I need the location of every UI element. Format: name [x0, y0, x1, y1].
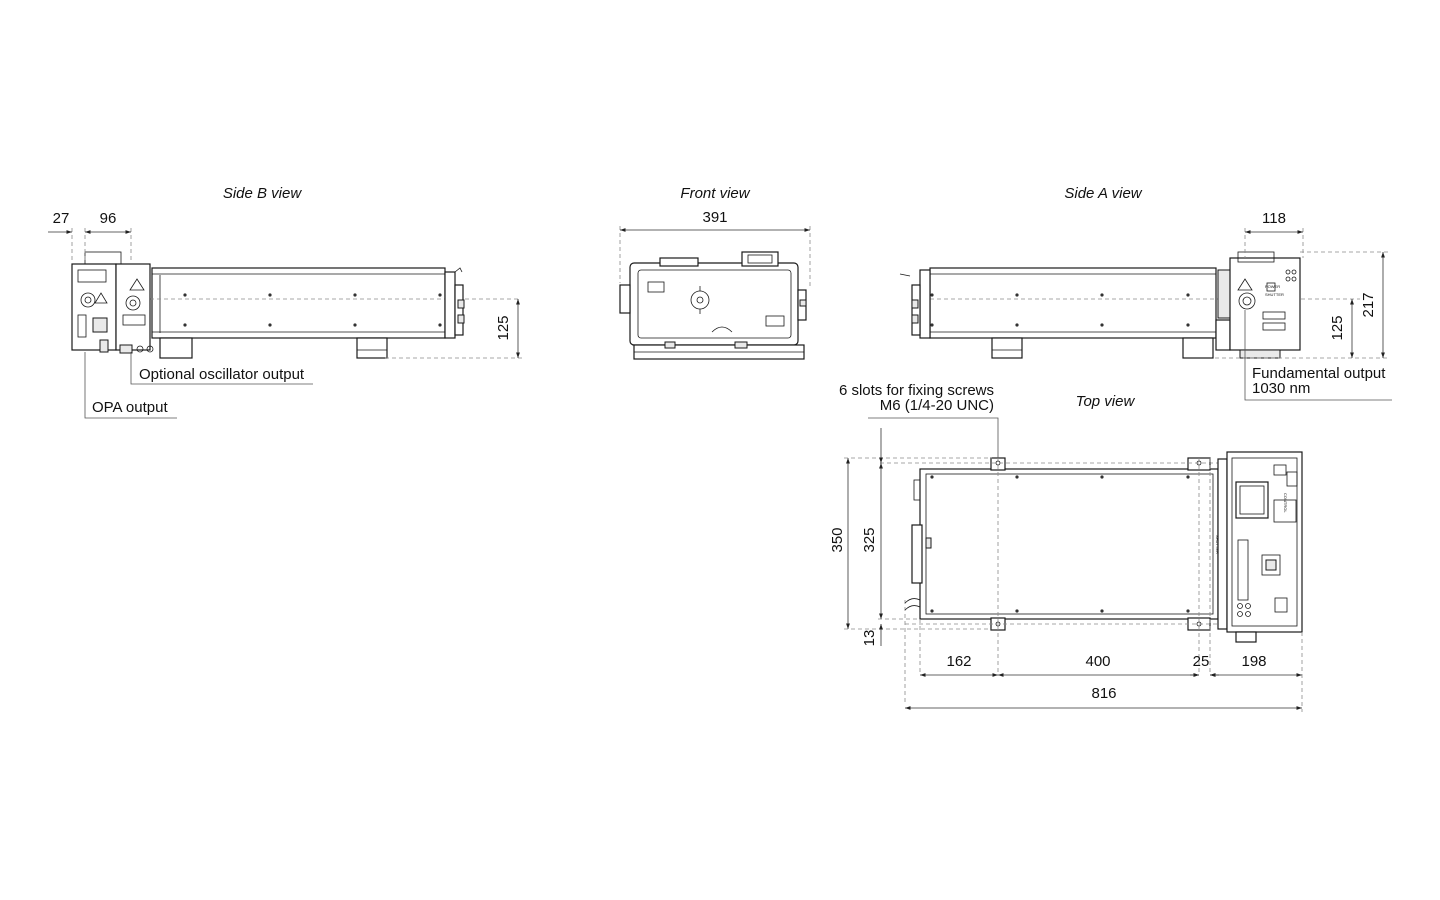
- side-a-view: [899, 228, 1392, 401]
- top-view: [844, 417, 1303, 712]
- callout-fundamental-output: Fundamental output: [1252, 365, 1386, 382]
- dim-top-325: 325: [861, 527, 878, 552]
- dim-side-b-125: 125: [495, 315, 512, 340]
- dim-side-b-96: 96: [100, 210, 117, 227]
- dim-top-400: 400: [1085, 653, 1110, 670]
- dim-side-a-118: 118: [1262, 210, 1286, 227]
- callout-fixing-screw-size: M6 (1/4-20 UNC): [880, 397, 994, 414]
- top-view-title: Top view: [1076, 393, 1136, 410]
- panel-shutter-label: SHUTTER: [1265, 292, 1284, 297]
- dim-side-a-125: 125: [1329, 315, 1346, 340]
- callout-optional-oscillator: Optional oscillator output: [139, 366, 305, 383]
- dim-side-b-27: 27: [53, 210, 70, 227]
- callout-fundamental-wavelength: 1030 nm: [1252, 380, 1310, 397]
- side-a-view-title: Side A view: [1064, 185, 1142, 202]
- callout-opa-output: OPA output: [92, 399, 168, 416]
- dim-side-a-217: 217: [1360, 292, 1377, 317]
- dim-top-816: 816: [1091, 685, 1116, 702]
- front-view: [619, 226, 811, 360]
- panel-shutter-label-top: SHUTTER: [1215, 535, 1220, 554]
- dim-top-13: 13: [861, 630, 878, 647]
- dim-top-25: 25: [1193, 653, 1210, 670]
- side-b-view-title: Side B view: [223, 185, 303, 202]
- panel-power-label: POWER: [1265, 284, 1280, 289]
- dim-top-350: 350: [829, 527, 846, 552]
- dim-front-391: 391: [702, 209, 727, 226]
- dim-top-198: 198: [1241, 653, 1266, 670]
- front-view-title: Front view: [680, 185, 750, 202]
- panel-control-label: CONTROL: [1283, 493, 1288, 513]
- callout-fixing-slots: 6 slots for fixing screws: [839, 382, 994, 399]
- side-b-view: [48, 228, 525, 419]
- dim-top-162: 162: [946, 653, 971, 670]
